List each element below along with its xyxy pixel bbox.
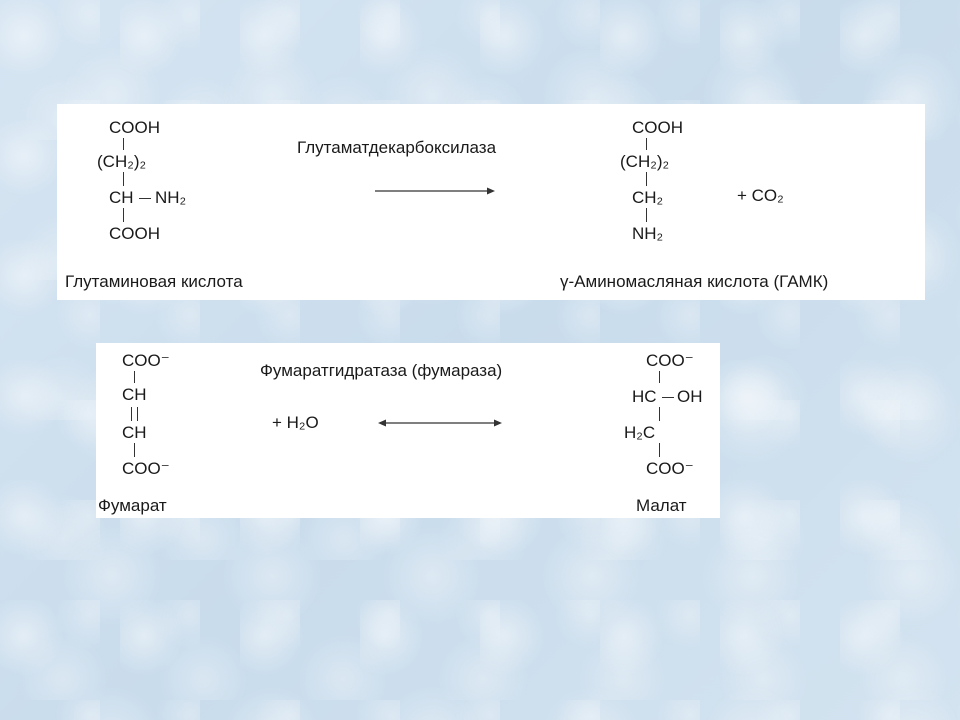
malate-h2c: H₂C — [624, 423, 656, 442]
malate-bond-2 — [659, 407, 660, 421]
malate-bond-3 — [659, 443, 660, 457]
enzyme-glutamate-decarboxylase: Глутаматдекарбоксилаза — [297, 138, 497, 157]
malate-bond-c-oh — [662, 397, 674, 398]
gaba-label: γ-Аминомасляная кислота (ГАМК) — [560, 272, 829, 291]
malate-bond-1 — [659, 371, 660, 383]
glutamate-bond-ch-nh2 — [139, 198, 151, 199]
gaba-bond-2 — [646, 172, 647, 186]
malate-label: Малат — [636, 496, 687, 515]
enzyme-fumarase: Фумаратгидратаза (фумараза) — [260, 361, 503, 380]
equilibrium-arrow — [378, 419, 502, 427]
water-reagent: + H₂O — [272, 413, 319, 432]
gaba-top-cooh: COOH — [632, 118, 683, 137]
fumarate-double-bond — [131, 407, 138, 421]
glutamate-ch2-chain: (CH₂)₂ — [97, 152, 147, 171]
glutamate-nh2: NH₂ — [155, 188, 187, 207]
gaba-bond-1 — [646, 138, 647, 150]
forward-arrow — [375, 187, 495, 195]
glutamate-bond-2 — [123, 172, 124, 186]
co2-byproduct: + CO₂ — [737, 186, 784, 205]
fumarate-bond-2 — [134, 443, 135, 457]
fumarate-top-coo: COO⁻ — [122, 351, 170, 370]
malate-bottom-coo: COO⁻ — [646, 459, 694, 478]
fumarate-ch-1: CH — [122, 385, 147, 404]
malate-oh: OH — [677, 387, 703, 406]
gaba-bond-3 — [646, 208, 647, 222]
malate-top-coo: COO⁻ — [646, 351, 694, 370]
glutamate-bottom-cooh: COOH — [109, 224, 160, 243]
fumarate-bottom-coo: COO⁻ — [122, 459, 170, 478]
malate-hc: HC — [632, 387, 657, 406]
fumarate-ch-2: CH — [122, 423, 147, 442]
glutamate-ch: CH — [109, 188, 134, 207]
glutamate-bond-3 — [123, 208, 124, 222]
fumarate-label: Фумарат — [98, 496, 167, 515]
glutamate-decarboxylation-panel: COOH (CH₂)₂ CH NH₂ COOH Глутаминовая кис… — [57, 104, 925, 300]
glutamate-bond-1 — [123, 138, 124, 150]
fumarase-panel: COO⁻ CH CH COO⁻ Фумарат Фумаратгидратаза… — [96, 343, 720, 518]
glutamic-acid-label: Глутаминовая кислота — [65, 272, 243, 291]
gaba-nh2: NH₂ — [632, 224, 664, 243]
glutamate-top-cooh: COOH — [109, 118, 160, 137]
gaba-ch2: CH₂ — [632, 188, 664, 207]
fumarate-bond-1 — [134, 371, 135, 383]
gaba-ch2-chain: (CH₂)₂ — [620, 152, 670, 171]
